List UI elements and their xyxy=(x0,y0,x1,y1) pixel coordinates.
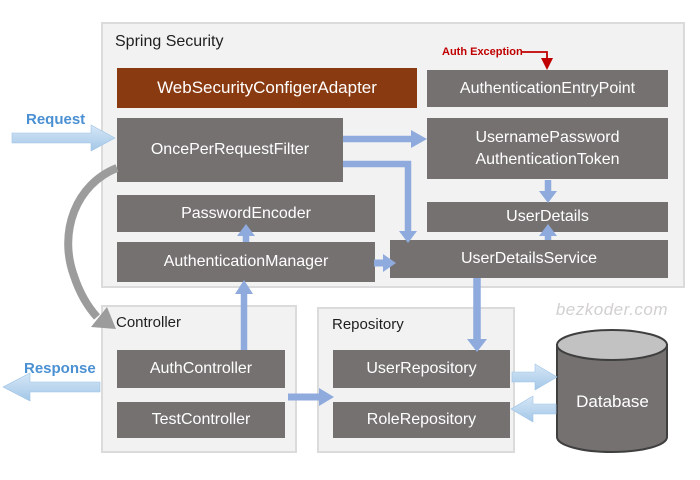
response-label: Response xyxy=(24,360,96,377)
request-label: Request xyxy=(26,111,86,128)
controller-title: Controller xyxy=(116,314,182,331)
repository-title: Repository xyxy=(332,316,404,333)
box-password-encoder: PasswordEncoder xyxy=(117,195,375,232)
response-arrow-icon xyxy=(2,372,101,402)
token-line1: UsernamePassword xyxy=(475,128,620,146)
box-username-password-authentication-token: UsernamePassword AuthenticationToken xyxy=(427,118,668,179)
box-auth-controller: AuthController xyxy=(117,350,285,388)
box-user-details: UserDetails xyxy=(427,202,668,232)
box-role-repository: RoleRepository xyxy=(333,402,510,438)
db-to-rolerepo-arrow-icon xyxy=(510,395,557,423)
box-web-security-configer-adapter: WebSecurityConfigerAdapter xyxy=(117,68,417,108)
box-once-per-request-filter: OncePerRequestFilter xyxy=(117,118,343,182)
userrepo-to-db-arrow-icon xyxy=(511,363,558,391)
box-user-repository: UserRepository xyxy=(333,350,510,388)
box-authentication-entry-point: AuthenticationEntryPoint xyxy=(427,70,668,107)
box-authentication-manager: AuthenticationManager xyxy=(117,242,375,282)
box-user-details-service: UserDetailsService xyxy=(390,240,668,278)
spring-security-title: Spring Security xyxy=(115,33,224,50)
watermark: bezkoder.com xyxy=(555,300,668,319)
request-arrow-icon xyxy=(11,124,116,152)
auth-exception-label: Auth Exception xyxy=(442,46,523,58)
token-line2: AuthenticationToken xyxy=(475,150,620,168)
database-cylinder-icon xyxy=(556,329,668,453)
database-label: Database xyxy=(576,392,649,411)
box-test-controller: TestController xyxy=(117,402,285,438)
